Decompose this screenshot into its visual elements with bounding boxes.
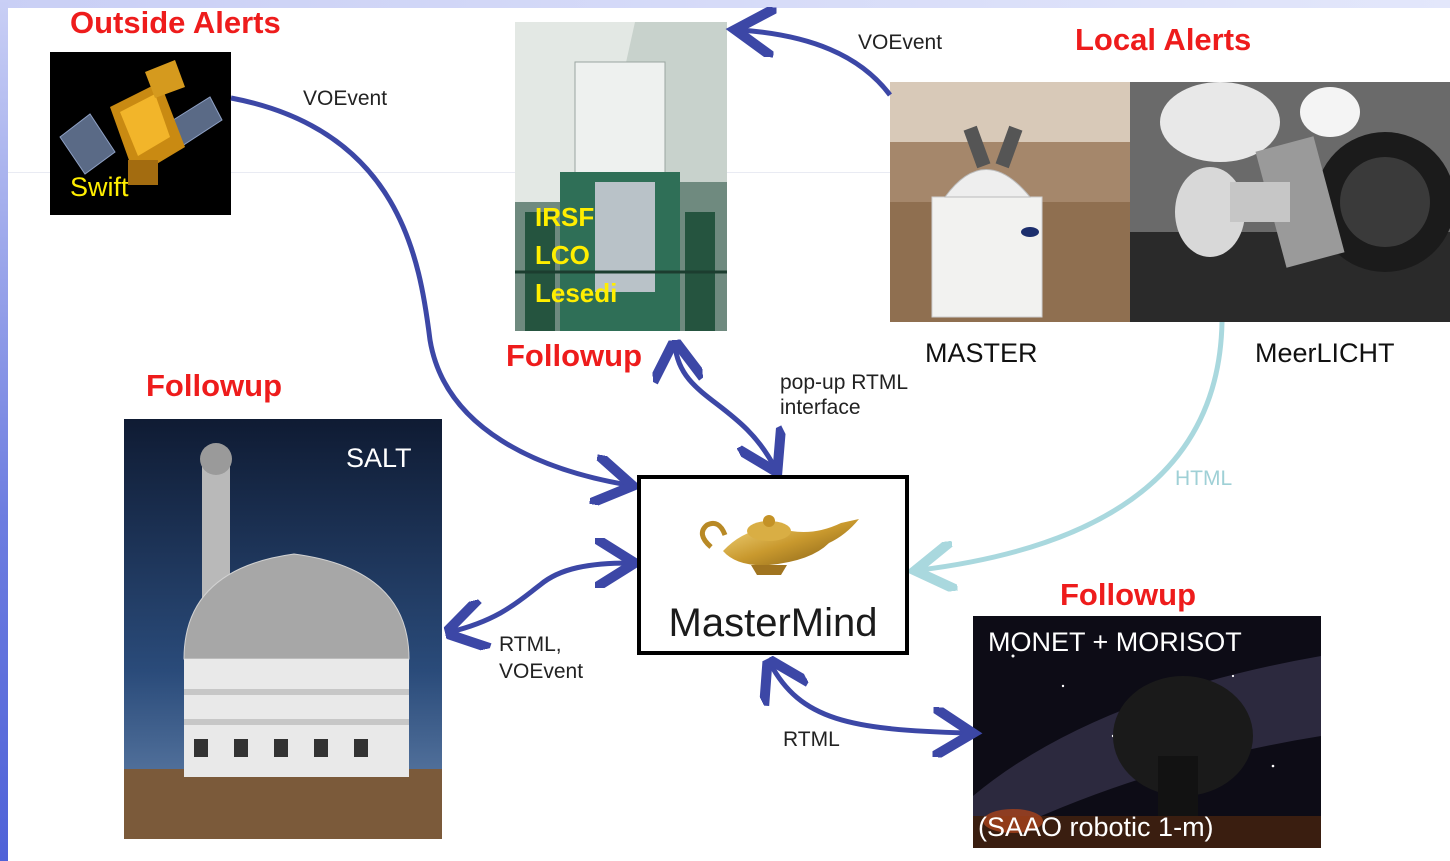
irsf-label: IRSF: [535, 202, 595, 232]
arrow-swift-to-mastermind: [230, 95, 628, 485]
outside-alerts-heading: Outside Alerts: [70, 5, 281, 40]
slide-divider-line: [8, 172, 1450, 173]
slide-left-border: [0, 0, 8, 861]
monet-morisot-photo: MONET + MORISOT (SAAO robotic 1-m): [973, 616, 1321, 848]
followup-heading-irsf: Followup: [506, 338, 643, 373]
meerlicht-caption: MeerLICHT: [1255, 338, 1395, 368]
mastermind-box: MasterMind: [637, 475, 909, 655]
magic-lamp-icon: [699, 515, 859, 575]
followup-heading-salt: Followup: [146, 368, 283, 403]
arrow-local-to-irsf: [740, 30, 892, 97]
swift-label: Swift: [70, 172, 129, 202]
arrow-irsf-mastermind: [675, 345, 775, 468]
arrow-salt-mastermind: [450, 563, 630, 632]
swift-satellite-photo: Swift: [50, 52, 231, 215]
salt-link-label-line1: RTML,: [499, 633, 562, 656]
master-caption: MASTER: [925, 338, 1038, 368]
slide-top-border: [0, 0, 1450, 8]
mastermind-label: MasterMind: [668, 601, 878, 645]
monet-title: MONET + MORISOT: [988, 627, 1242, 657]
swift-link-label: VOEvent: [303, 87, 388, 110]
arrow-monet-mastermind: [770, 663, 968, 733]
local-alerts-heading: Local Alerts: [1075, 22, 1252, 57]
local-to-irsf-link-label: VOEvent: [858, 31, 943, 54]
salt-label: SALT: [346, 443, 412, 473]
meerlicht-telescope-photo: [1130, 82, 1450, 322]
master-telescope-photo: [890, 82, 1130, 322]
irsf-link-label-line1: pop-up RTML: [780, 371, 909, 394]
arrow-meerlicht-to-mastermind: [920, 321, 1225, 570]
monet-link-label: RTML: [783, 728, 840, 751]
lesedi-label: Lesedi: [535, 278, 618, 308]
followup-heading-monet: Followup: [1060, 577, 1197, 612]
monet-caption: (SAAO robotic 1-m): [978, 812, 1214, 842]
salt-link-label-line2: VOEvent: [499, 660, 584, 683]
html-link-label: HTML: [1175, 467, 1233, 490]
salt-telescope-photo: SALT: [124, 419, 442, 839]
irsf-telescope-photo: IRSF LCO Lesedi: [515, 22, 727, 331]
irsf-link-label-line2: interface: [780, 396, 861, 419]
lco-label: LCO: [535, 240, 590, 270]
